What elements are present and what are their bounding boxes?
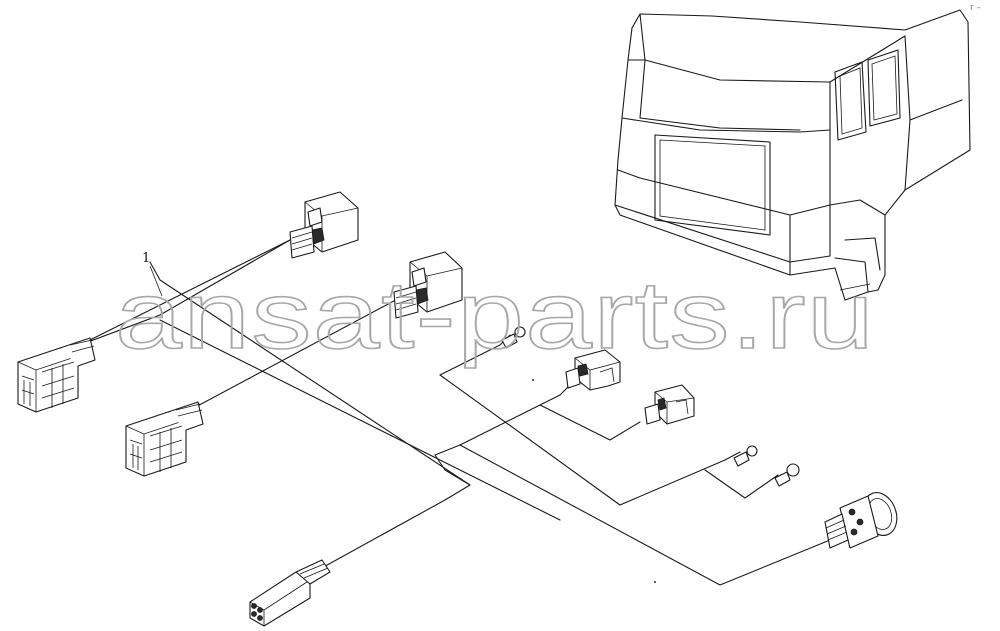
connector-relay-top	[289, 191, 359, 259]
connector-bottom	[249, 559, 331, 627]
terminal-eyelet-right-lower	[774, 463, 800, 487]
connector-round	[824, 492, 898, 549]
connector-center-upper	[565, 349, 621, 391]
connector-9pin-left-lower	[125, 401, 204, 477]
connector-relay-middle	[393, 251, 463, 319]
connector-9pin-left-upper	[17, 337, 96, 413]
speck	[654, 581, 656, 583]
speck	[532, 379, 534, 381]
truck-cab	[614, 9, 971, 301]
corner-mark: r –	[970, 3, 982, 13]
watermark-text: ansat-parts.ru	[115, 262, 875, 369]
terminal-eyelet-middle	[501, 326, 526, 349]
terminal-eyelet-right-upper	[733, 445, 758, 467]
callout-1: 1	[142, 251, 163, 297]
connector-center-right	[644, 384, 695, 425]
wire-harness	[79, 239, 831, 586]
callout-label: 1	[142, 251, 150, 266]
